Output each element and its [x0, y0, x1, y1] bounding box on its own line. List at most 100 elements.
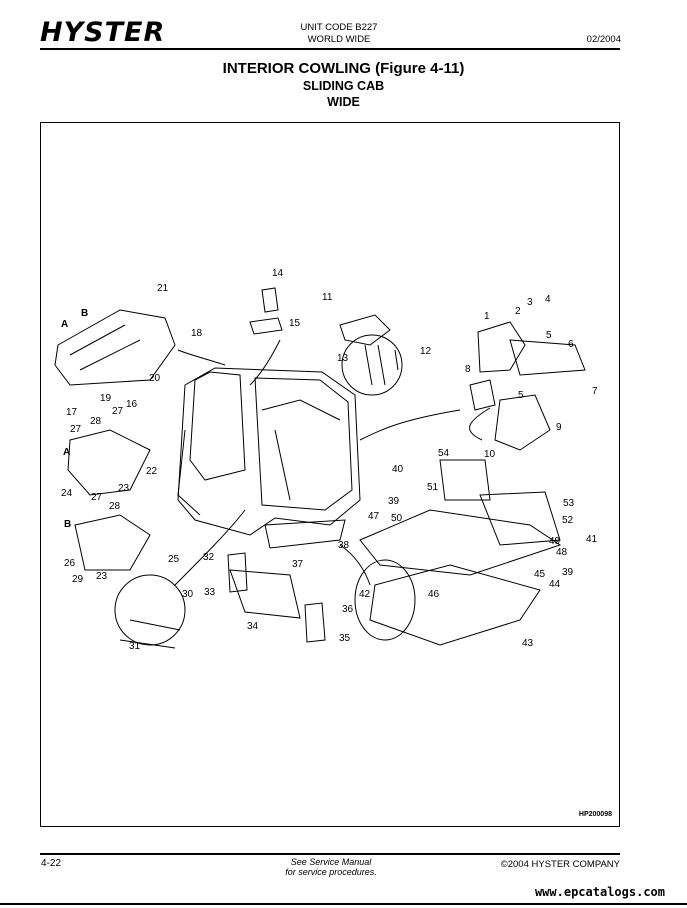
callout: 39	[388, 496, 400, 507]
header-date: 02/2004	[586, 34, 621, 45]
leader-line-cab-to-cable	[174, 509, 246, 586]
heater-leader-curve	[177, 349, 226, 366]
view-letter: B	[64, 519, 71, 530]
steering-wheel	[339, 314, 391, 346]
callout: 46	[428, 589, 440, 600]
callout: 49	[549, 536, 561, 547]
cable-detail	[119, 619, 181, 649]
floor-mat-43	[369, 564, 541, 646]
callout: 53	[563, 498, 575, 509]
callout: 33	[204, 587, 216, 598]
view-letter: A	[63, 447, 70, 458]
heater-housing	[54, 309, 176, 386]
panel-32	[227, 552, 248, 593]
callout: 25	[168, 554, 180, 565]
callout: 14	[272, 268, 284, 279]
callout: 52	[562, 515, 574, 526]
callout: 19	[100, 393, 112, 404]
footer-rule	[40, 853, 620, 855]
region: WORLD WIDE	[307, 34, 371, 45]
leader-line-bracket	[249, 339, 281, 386]
unit-code-block: UNIT CODE B227 WORLD WIDE	[284, 22, 394, 46]
panel-35	[304, 602, 326, 643]
callout: 12	[420, 346, 432, 357]
callout: 51	[427, 482, 439, 493]
page-title: INTERIOR COWLING (Figure 4-11)	[222, 60, 465, 77]
callout: 13	[337, 353, 349, 364]
valve-bracket	[509, 339, 586, 376]
callout: 41	[586, 534, 598, 545]
callout: 5	[546, 330, 552, 341]
service-note-line2: for service procedures.	[285, 867, 377, 877]
callout: 29	[72, 574, 84, 585]
lower-panel-34	[229, 569, 301, 619]
callout: 23	[118, 483, 130, 494]
callout: 43	[522, 638, 534, 649]
callout: 5	[518, 390, 524, 401]
diagram-drawing	[54, 287, 586, 649]
cab-pillar-detail	[261, 399, 341, 501]
callout: 27	[112, 406, 124, 417]
floor-mat-47	[359, 509, 562, 576]
pin-12	[394, 349, 399, 371]
callout: 3	[527, 297, 533, 308]
detail-arc-10	[469, 407, 491, 441]
service-note-line1: See Service Manual	[290, 857, 372, 867]
bracket-15	[249, 317, 283, 335]
bracket-8	[469, 379, 496, 411]
seat-switch-assembly-b	[74, 514, 151, 571]
callout: 30	[182, 589, 194, 600]
callout: 27	[91, 492, 103, 503]
hyster-logo: HYSTER	[40, 17, 166, 48]
valve-body	[477, 321, 526, 373]
callout: 6	[568, 339, 574, 350]
unit-code: UNIT CODE B227	[300, 22, 378, 33]
callout: 40	[392, 464, 404, 475]
panel-54	[439, 459, 491, 501]
callout: 42	[359, 589, 371, 600]
steering-column	[364, 344, 386, 386]
callout: 16	[126, 399, 138, 410]
callout: 31	[129, 641, 141, 652]
callout: 35	[339, 633, 351, 644]
page-subtitle-width: WIDE	[327, 95, 360, 109]
bottom-rule	[0, 903, 687, 905]
service-note: See Service Manual for service procedure…	[266, 857, 396, 877]
callout: 47	[368, 511, 380, 522]
website-watermark: www.epcatalogs.com	[534, 885, 665, 899]
callout: 18	[191, 328, 203, 339]
callout: 23	[96, 571, 108, 582]
callout: 11	[322, 292, 333, 303]
cab-front-opening	[254, 377, 353, 511]
callout: 38	[338, 540, 350, 551]
callout: 8	[465, 364, 471, 375]
callout: 21	[157, 283, 169, 294]
callout: 9	[556, 422, 562, 433]
callout: 24	[61, 488, 73, 499]
callout: 2	[515, 306, 521, 317]
callout: 50	[391, 513, 403, 524]
figure-frame	[40, 122, 620, 827]
view-letter: A	[61, 319, 68, 330]
callout: 36	[342, 604, 354, 615]
copyright: ©2004 HYSTER COMPANY	[500, 859, 620, 870]
callout: 20	[149, 373, 161, 384]
page-number: 4-22	[41, 858, 62, 869]
seat-switch-assembly-a	[67, 429, 151, 496]
callout: 45	[534, 569, 546, 580]
callout: 10	[484, 449, 496, 460]
floor-plate-37	[264, 519, 346, 549]
steering-detail-circle	[341, 334, 403, 396]
heater-vanes	[69, 324, 141, 371]
cab-frame-outline	[177, 367, 361, 536]
callout-labels: 1 2 3 4 5 5 6 7 8 9 10 11 12 13 14 15 16…	[61, 268, 598, 652]
leader-line-floor	[339, 544, 371, 586]
cab-side-window	[189, 371, 246, 481]
callout: 54	[438, 448, 450, 459]
callout: 39	[562, 567, 574, 578]
page-subtitle-cab: SLIDING CAB	[302, 79, 385, 93]
leader-line-cab-to-valve	[359, 409, 461, 441]
callout: 44	[549, 579, 561, 590]
callout: 26	[64, 558, 76, 569]
